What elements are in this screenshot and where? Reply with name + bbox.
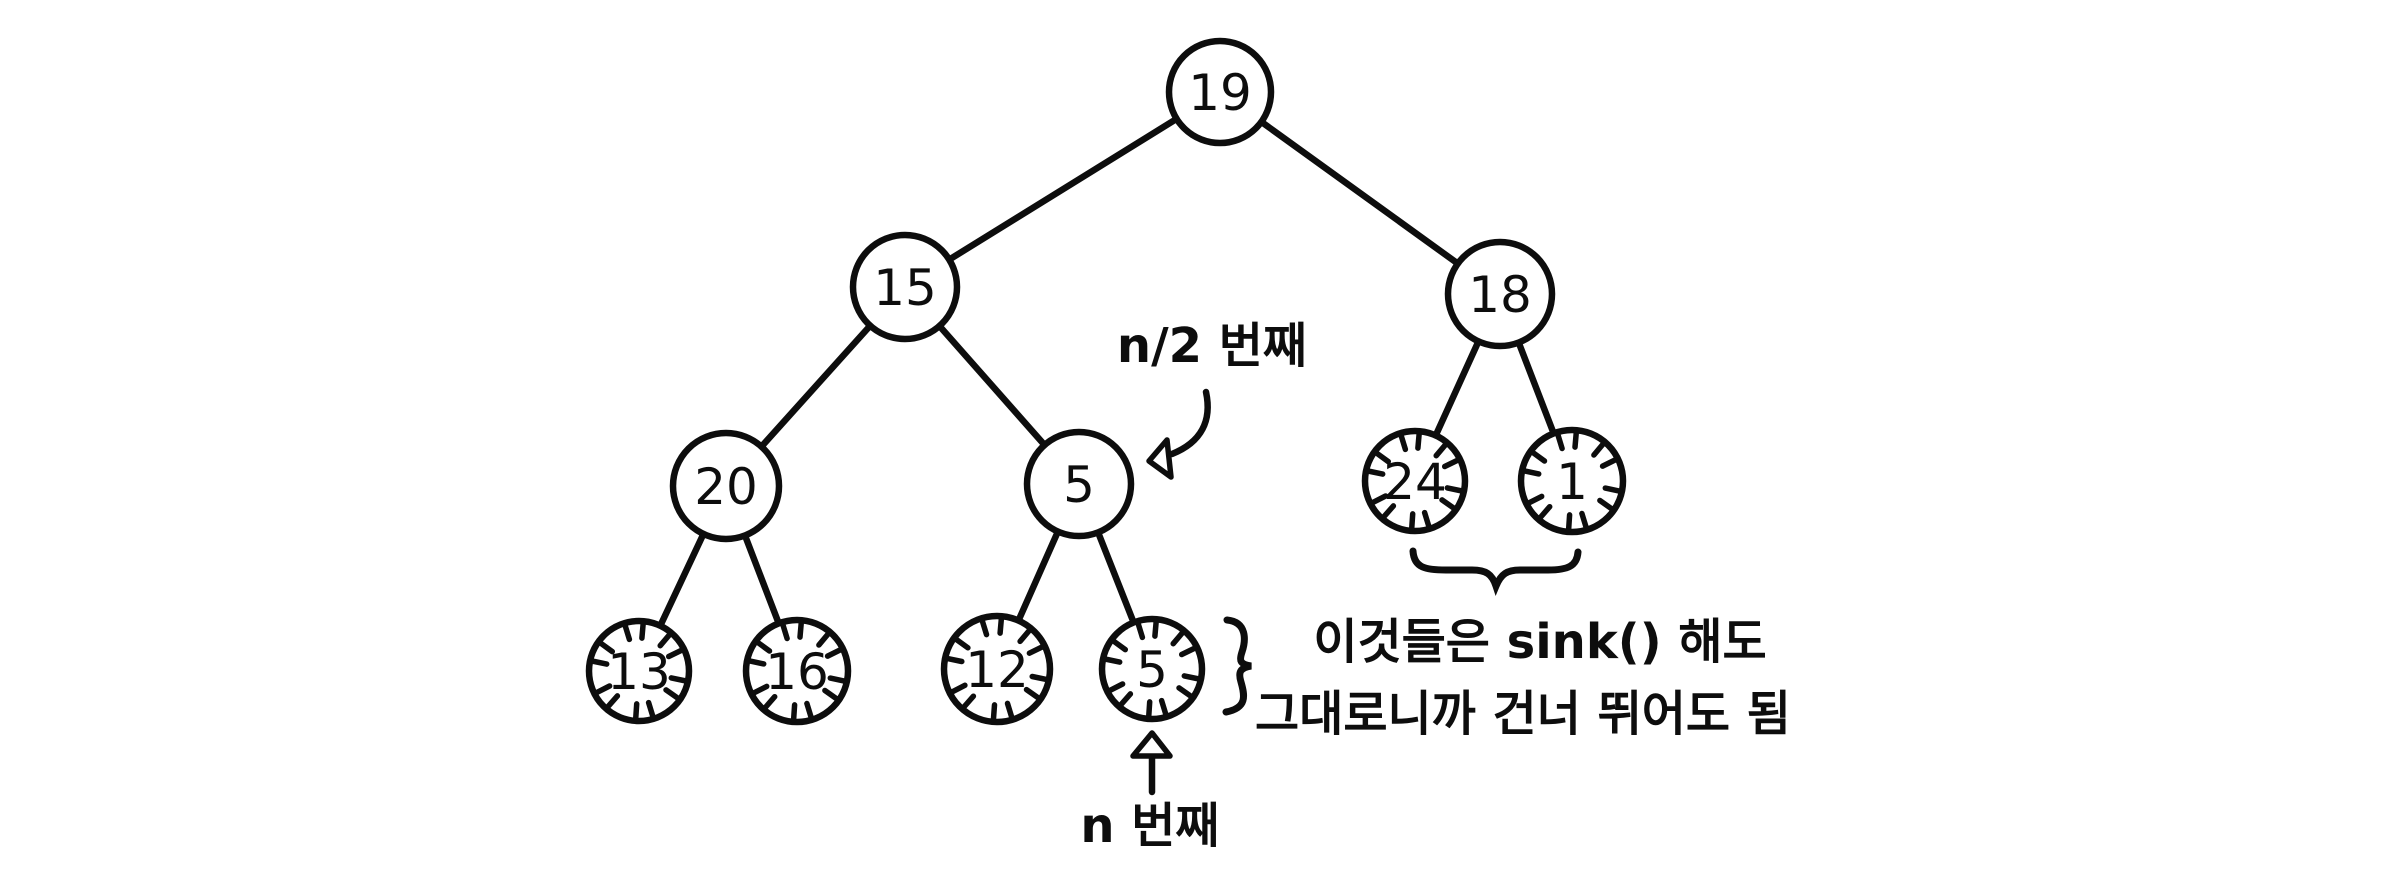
n-index-label: n 번째 <box>1080 798 1219 854</box>
node-value: 16 <box>765 643 829 701</box>
hatch-ticks <box>944 615 1050 723</box>
tree-node-13: 13 <box>585 617 693 725</box>
node-value: 1 <box>1556 453 1588 511</box>
hatch-ticks <box>746 619 848 723</box>
node-circle <box>849 231 961 343</box>
tree-node-5-leaf: 5 <box>1098 615 1206 723</box>
node-value: 5 <box>1136 641 1168 699</box>
node-circle <box>1165 37 1275 147</box>
tree-node-root-19: 19 <box>1165 37 1275 147</box>
node-value: 12 <box>965 641 1029 699</box>
node-value: 19 <box>1188 64 1252 122</box>
node-circle <box>1023 428 1135 540</box>
edge-19-18 <box>1216 88 1504 298</box>
tree-node-12: 12 <box>940 612 1054 726</box>
tree-node-18: 18 <box>1444 238 1556 350</box>
curved-arrow-line <box>1168 388 1211 458</box>
hatch-ticks <box>1365 430 1465 532</box>
sink-note-line2: 그대로니까 건너 뛰어도 됨 <box>1255 686 1791 742</box>
curved-arrow-head-icon <box>1146 437 1174 480</box>
node-circle <box>1444 238 1556 350</box>
tree-node-1: 1 <box>1517 426 1627 536</box>
node-value: 20 <box>694 458 758 516</box>
up-arrow-head-icon <box>1130 730 1173 759</box>
tree-node-24: 24 <box>1361 427 1469 535</box>
hatch-ticks <box>1102 618 1202 720</box>
hatch-ticks <box>1521 429 1623 533</box>
tree-node-16: 16 <box>742 616 852 726</box>
node-value: 13 <box>607 643 671 701</box>
half-index-label: n/2 번째 <box>1117 318 1307 374</box>
edge-19-15 <box>901 88 1224 291</box>
right-curly-brace <box>1222 616 1252 716</box>
sink-note-line1: 이것들은 sink() 해도 <box>1313 614 1766 670</box>
tree-node-5-internal: 5 <box>1023 428 1135 540</box>
hatch-ticks <box>589 620 689 722</box>
node-value: 24 <box>1383 453 1447 511</box>
node-circle <box>669 429 783 543</box>
node-value: 15 <box>873 259 937 317</box>
tree-node-20: 20 <box>669 429 783 543</box>
node-value: 5 <box>1063 456 1095 514</box>
under-curly-brace <box>1409 547 1582 596</box>
tree-node-15: 15 <box>849 231 961 343</box>
tree-edges <box>635 88 1576 675</box>
node-value: 18 <box>1468 266 1532 324</box>
